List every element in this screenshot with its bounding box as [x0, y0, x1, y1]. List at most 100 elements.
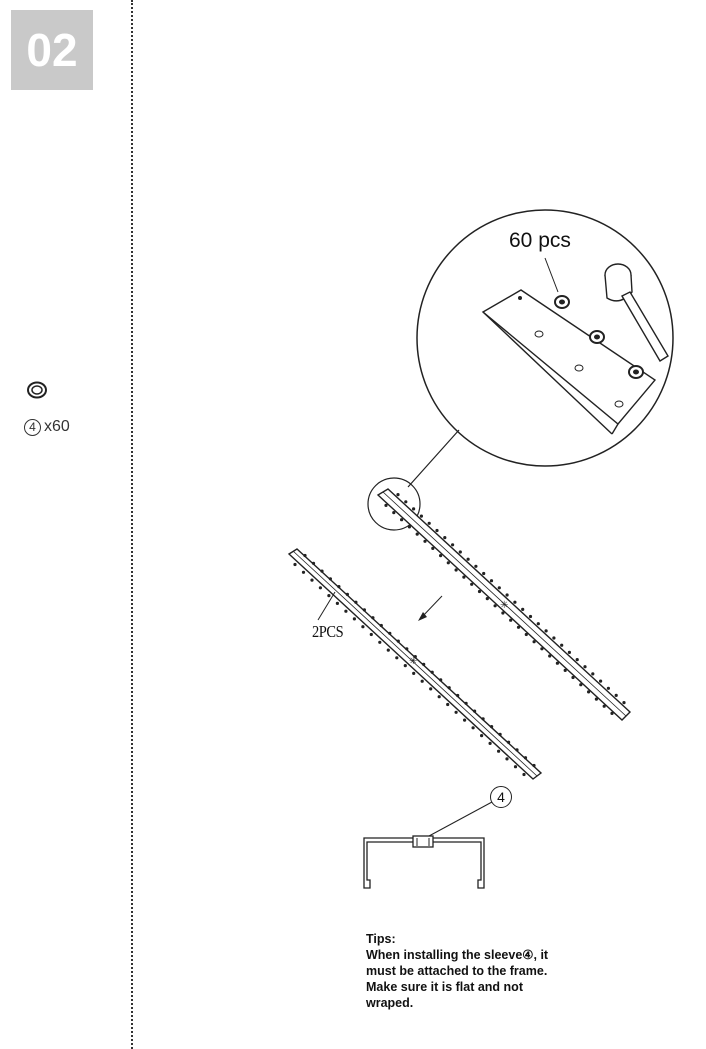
rail-hole [513, 765, 518, 769]
rail-hole [599, 679, 603, 683]
tips-line: must be attached to the frame. [366, 964, 548, 978]
rail-hole [501, 611, 505, 615]
rail-hole [481, 717, 485, 721]
tips-line: wraped. [366, 996, 414, 1010]
rail-hole [446, 561, 450, 565]
rail-left: ✳ [287, 548, 543, 780]
rail-hole [337, 585, 341, 589]
rail-hole [513, 600, 517, 604]
rail-hole [507, 740, 511, 744]
rail-hole [454, 710, 458, 714]
rail-hole [400, 518, 404, 522]
rail-hole [384, 503, 388, 507]
rail-hole [386, 648, 390, 652]
rail-hole [345, 592, 349, 597]
rail-hole [310, 578, 314, 582]
rail-hole [493, 604, 497, 608]
rail-hole [579, 683, 583, 687]
sleeve-quantity-label: 60 pcs [509, 229, 571, 252]
rail-hole [560, 643, 564, 647]
rail-hole [532, 763, 536, 768]
rail-hole [301, 570, 306, 574]
tips-line: When installing the sleeve④, it [366, 948, 549, 962]
rail-hole [505, 757, 509, 761]
step-number: 02 [26, 24, 78, 76]
rail-hole [540, 647, 544, 651]
rail-hole [522, 772, 526, 777]
rail-hole [361, 625, 365, 629]
rail-hole [412, 507, 416, 511]
rail-hole [521, 607, 525, 612]
rail-hole [439, 678, 443, 682]
rail-hole [524, 632, 528, 637]
rail-hole [395, 656, 399, 660]
rail-hole [532, 640, 536, 644]
tips-box: Tips: When installing the sleeve④, it mu… [366, 931, 596, 1011]
rail-hole [392, 510, 396, 515]
sleeve-icon [554, 295, 570, 309]
part-callout: 4 [490, 786, 512, 808]
rail-hole [594, 697, 599, 701]
rail-hole [388, 631, 392, 635]
rail-hole [482, 571, 486, 576]
sleeve-icon [628, 365, 644, 379]
rail-hole [429, 687, 433, 691]
rail-hole [293, 562, 297, 567]
rail-hole [614, 693, 618, 698]
rail-hole [407, 525, 411, 529]
step-number-badge: 02 [11, 10, 93, 90]
rail-hole [575, 658, 579, 662]
rail-hole [490, 725, 494, 729]
rail-hole [536, 622, 540, 626]
rail-hole [480, 734, 484, 738]
rail-hole [485, 597, 489, 601]
part-number: 4 [24, 418, 41, 436]
detail-magnifier [367, 209, 674, 531]
rail-hole [379, 623, 383, 628]
rail-hole [489, 579, 494, 583]
rail-hole [466, 557, 470, 561]
part-list-item: 4 x60 [24, 418, 70, 436]
rail-hole [431, 546, 435, 551]
rail-hole [362, 608, 366, 612]
rail-hole [454, 568, 458, 572]
rail-hole [505, 593, 509, 597]
rail-hole [320, 569, 324, 573]
rail-hole [446, 702, 450, 707]
rail-hole [352, 617, 356, 621]
rail-hole [488, 741, 492, 746]
rail-hole [463, 718, 467, 722]
rail-hole [335, 601, 339, 606]
rail-hole [544, 629, 548, 633]
column-divider [131, 0, 133, 1049]
rail-hole [606, 686, 611, 690]
rail-quantity-label: 2PCS [312, 622, 344, 641]
rail-hole [396, 639, 400, 643]
rail-hole [464, 701, 468, 705]
svg-text:✳: ✳ [500, 600, 508, 611]
rail-hole [396, 493, 400, 497]
rail-hole [462, 575, 466, 579]
rail-hole [447, 686, 451, 690]
sleeve-icon [27, 381, 47, 399]
rail-hole [523, 756, 528, 760]
rail-hole [318, 586, 322, 590]
rail-hole [405, 647, 409, 651]
rail-right: ✳ [376, 488, 632, 721]
rail-hole [456, 693, 460, 698]
sleeve-icon [589, 330, 605, 344]
rail-hole [437, 695, 441, 699]
rail-hole [435, 528, 439, 533]
tips-line: Make sure it is flat and not [366, 980, 523, 994]
rail-hole [470, 582, 474, 586]
frame-cross-section [363, 801, 493, 889]
rail-hole [563, 668, 567, 673]
rail-hole [328, 577, 332, 581]
rail-hole [413, 655, 417, 659]
rail-hole [587, 690, 591, 694]
rail-hole [403, 664, 407, 668]
rail-hole [419, 514, 423, 518]
rail-hole [420, 679, 424, 683]
rail-hole [415, 532, 419, 536]
